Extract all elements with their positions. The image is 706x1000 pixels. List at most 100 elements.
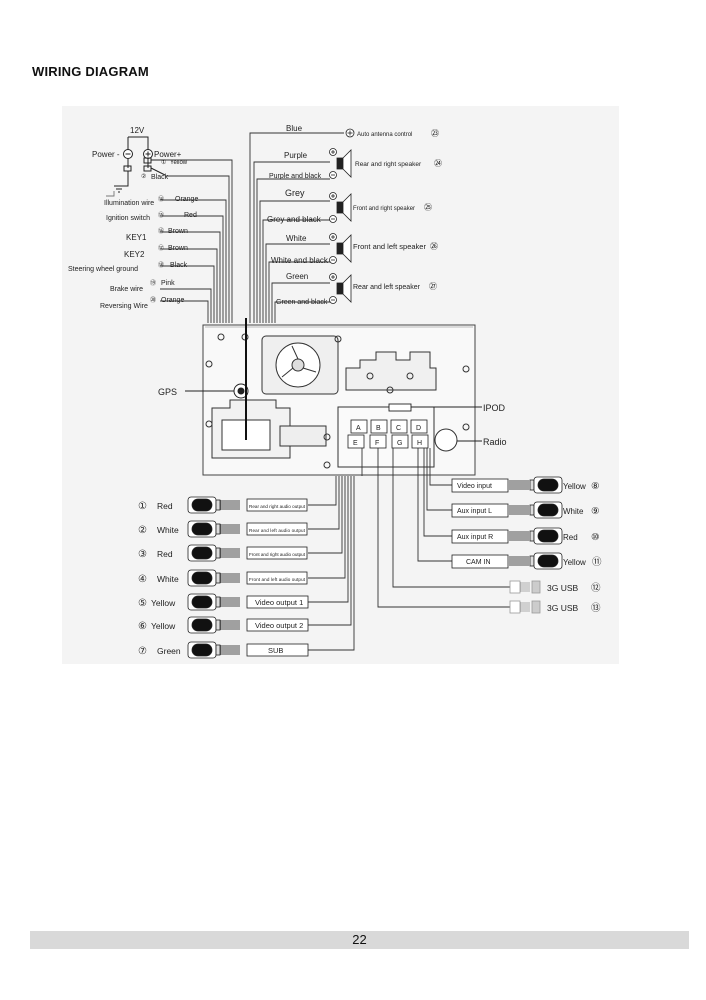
steering-ground-number: ⑱ bbox=[158, 261, 164, 269]
input-label-box bbox=[451, 529, 509, 544]
output-number: ④ bbox=[138, 574, 147, 585]
input-label: Aux input R bbox=[457, 534, 493, 541]
power-plus-label: Power+ bbox=[154, 150, 182, 159]
port-h: H bbox=[417, 440, 422, 447]
output-color: Yellow bbox=[151, 621, 176, 631]
rca-plug-icon bbox=[509, 476, 563, 494]
output-color: Yellow bbox=[151, 598, 176, 608]
output-label: SUB bbox=[268, 646, 283, 655]
head-unit bbox=[202, 324, 476, 476]
output-number: ② bbox=[138, 525, 147, 536]
input-number: ⑧ bbox=[591, 481, 600, 492]
output-label: Video output 1 bbox=[255, 598, 303, 607]
key2-number: ⑰ bbox=[158, 244, 164, 252]
usb-connector-icon bbox=[509, 600, 541, 614]
speaker-front-left: White White and black Front and left spe… bbox=[271, 233, 438, 265]
ports-top-row bbox=[350, 419, 428, 434]
output-label-box bbox=[246, 571, 308, 585]
power-12v-label: 12V bbox=[130, 126, 145, 135]
speaker-rear-right-plus: Purple bbox=[284, 151, 308, 160]
input-color: Yellow bbox=[563, 558, 586, 567]
brake-wire-color: Pink bbox=[161, 280, 175, 287]
speaker-rear-right-label: Rear and right speaker bbox=[355, 161, 422, 168]
rca-plug-icon bbox=[187, 520, 240, 538]
rca-plug-icon bbox=[509, 501, 563, 519]
antenna-label: Auto antenna control bbox=[357, 132, 412, 138]
speaker-front-left-minus: White and black bbox=[271, 256, 329, 265]
speaker-front-right-minus: Grey and black bbox=[267, 215, 322, 224]
reversing-wire-color: Orange bbox=[161, 297, 184, 304]
input-number: ⑩ bbox=[591, 532, 600, 543]
port-f: F bbox=[375, 440, 379, 447]
output-row: ⑤ Yellow Video output 1 bbox=[138, 593, 309, 611]
power-block bbox=[114, 136, 166, 193]
power-minus-label: Power - bbox=[92, 150, 120, 159]
port-b: B bbox=[376, 425, 381, 432]
port-c: C bbox=[396, 425, 401, 432]
input-label-box bbox=[451, 478, 509, 493]
ignition-switch-number: ⑮ bbox=[158, 211, 164, 219]
power-yellow-number: ① bbox=[161, 159, 166, 166]
radio-label: Radio bbox=[483, 437, 507, 447]
rca-plug-icon bbox=[509, 552, 563, 570]
speaker-front-left-plus: White bbox=[286, 234, 307, 243]
output-label-box bbox=[246, 643, 309, 657]
rca-plug-icon bbox=[509, 527, 563, 545]
antenna-terminal-icon bbox=[345, 128, 355, 138]
output-number: ① bbox=[138, 501, 147, 512]
brake-wire-label: Brake wire bbox=[110, 286, 143, 293]
rca-plug-icon bbox=[187, 544, 240, 562]
speaker-front-right-label: Front and right speaker bbox=[353, 206, 415, 212]
antenna-wire-color: Blue bbox=[286, 124, 303, 133]
page-number: 22 bbox=[352, 932, 367, 947]
power-yellow-label: Yellow bbox=[170, 160, 188, 166]
input-label: CAM IN bbox=[466, 559, 491, 566]
reversing-wire-label: Reversing Wire bbox=[100, 303, 148, 310]
output-color: Green bbox=[157, 646, 181, 656]
input-color: White bbox=[563, 507, 584, 516]
output-number: ③ bbox=[138, 549, 147, 560]
speaker-rear-right-minus: Purple and black bbox=[269, 173, 322, 180]
output-label-box bbox=[246, 546, 308, 560]
output-label-box bbox=[246, 595, 309, 609]
speaker-front-right: Grey Grey and black Front and right spea… bbox=[267, 188, 432, 224]
output-label-box bbox=[246, 498, 308, 512]
rca-plug-icon bbox=[187, 569, 240, 587]
gps-label: GPS bbox=[158, 387, 177, 397]
key2-color: Brown bbox=[168, 245, 188, 252]
port-e: E bbox=[353, 440, 358, 447]
key2-label: KEY2 bbox=[124, 250, 145, 259]
port-wires bbox=[308, 448, 510, 651]
input-label-box bbox=[451, 554, 509, 569]
usb-connector-icon bbox=[509, 580, 541, 594]
input-color: Yellow bbox=[563, 482, 586, 491]
speaker-front-right-number: ㉕ bbox=[424, 203, 432, 212]
speaker-front-left-number: ㉖ bbox=[430, 242, 438, 251]
output-color: White bbox=[157, 525, 179, 535]
brake-wire-number: ⑲ bbox=[150, 279, 156, 287]
steering-ground-label: Steering wheel ground bbox=[68, 266, 138, 273]
key1-color: Brown bbox=[168, 228, 188, 235]
ports-bottom-row bbox=[347, 434, 429, 449]
speaker-rear-right-number: ㉔ bbox=[434, 159, 442, 168]
input-label: Video input bbox=[457, 483, 492, 490]
output-number: ⑤ bbox=[138, 598, 147, 609]
speaker-rear-right: Purple Purple and black Rear and right s… bbox=[269, 148, 442, 180]
usb-number: ⑫ bbox=[591, 583, 601, 594]
input-number: ⑨ bbox=[591, 506, 600, 517]
speaker-icon bbox=[329, 273, 352, 304]
power-black-number: ② bbox=[141, 173, 146, 180]
usb-number: ⑬ bbox=[591, 603, 601, 614]
speaker-rear-left: Green Green and black Rear and left spea… bbox=[276, 272, 437, 306]
